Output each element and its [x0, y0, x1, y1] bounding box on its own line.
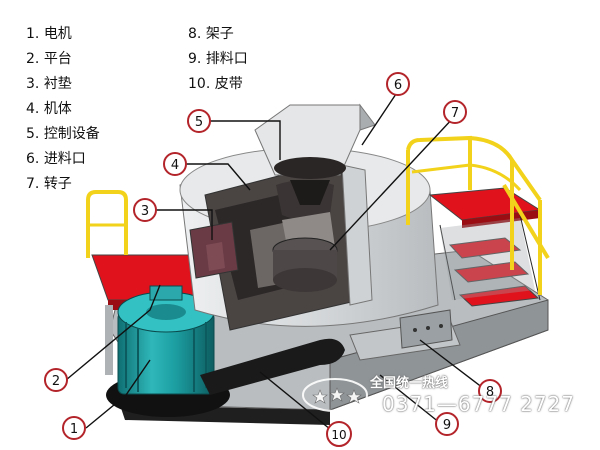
legend-label: 机体: [43, 101, 72, 117]
legend-item-3: 3. 衬垫: [26, 72, 100, 97]
legend-label: 皮带: [214, 76, 243, 92]
callout-4-label: 4: [171, 158, 179, 173]
callout-3: 3: [133, 198, 157, 222]
callout-6-label: 6: [394, 78, 402, 93]
callout-7: 7: [443, 100, 467, 124]
callout-5: 5: [187, 109, 211, 133]
leader-10: [259, 371, 337, 435]
legend-num: 2.: [26, 51, 40, 67]
feed-inlet: [254, 103, 376, 205]
callout-3-label: 3: [141, 204, 149, 219]
legend-item-10: 10. 皮带: [188, 72, 248, 97]
legend-num: 7.: [26, 176, 40, 192]
parts-legend-col1: 1. 电机 2. 平台 3. 衬垫 4. 机体 5. 控制设备 6. 进料口 7…: [26, 22, 100, 197]
callout-8-label: 8: [486, 385, 494, 400]
legend-label: 转子: [43, 176, 72, 192]
callout-9: 9: [435, 412, 459, 436]
leader-1: [85, 359, 151, 429]
right-platform: [406, 135, 550, 307]
legend-num: 6.: [26, 151, 40, 167]
legend-label: 电机: [43, 26, 72, 42]
callout-10: 10: [326, 421, 352, 447]
legend-label: 控制设备: [43, 126, 100, 142]
legend-num: 4.: [26, 101, 40, 117]
leader-2: [65, 284, 161, 381]
watermark-logo: [302, 378, 368, 412]
parts-legend-col2: 8. 架子 9. 排料口 10. 皮带: [188, 22, 248, 97]
callout-1-label: 1: [70, 422, 78, 437]
callout-10-label: 10: [331, 428, 346, 442]
leader-3: [154, 209, 213, 240]
legend-label: 排料口: [205, 51, 248, 67]
legend-item-8: 8. 架子: [188, 22, 248, 47]
callout-4: 4: [163, 152, 187, 176]
leader-5: [208, 120, 281, 160]
motor: [106, 285, 230, 417]
watermark-company: 全国统一热线: [370, 376, 449, 391]
legend-item-2: 2. 平台: [26, 47, 100, 72]
leader-8: [419, 339, 484, 389]
support-frame: [349, 309, 461, 361]
leader-7: [329, 116, 455, 251]
legend-item-4: 4. 机体: [26, 97, 100, 122]
legend-num: 1.: [26, 26, 40, 42]
legend-item-9: 9. 排料口: [188, 47, 248, 72]
callout-1: 1: [62, 416, 86, 440]
leader-6: [361, 90, 399, 146]
legend-num: 9.: [188, 51, 202, 67]
legend-num: 10.: [188, 76, 211, 92]
callout-2: 2: [44, 368, 68, 392]
legend-label: 平台: [43, 51, 72, 67]
watermark-phone: 0371—6777 2727: [382, 392, 576, 416]
legend-item-5: 5. 控制设备: [26, 122, 100, 147]
leader-lines: [65, 90, 484, 435]
legend-label: 衬垫: [43, 76, 72, 92]
callout-5-label: 5: [195, 115, 203, 130]
legend-num: 5.: [26, 126, 40, 142]
callout-7-label: 7: [451, 106, 459, 121]
callout-2-label: 2: [52, 374, 60, 389]
legend-label: 架子: [205, 26, 234, 42]
belt: [200, 338, 345, 395]
callout-8: 8: [478, 379, 502, 403]
legend-num: 3.: [26, 76, 40, 92]
legend-item-1: 1. 电机: [26, 22, 100, 47]
legend-label: 进料口: [43, 151, 86, 167]
leader-9: [379, 374, 441, 424]
callout-9-label: 9: [443, 418, 451, 433]
callouts: 1 2 3 4 5 6 7 8: [44, 72, 502, 447]
legend-item-7: 7. 转子: [26, 172, 100, 197]
legend-item-6: 6. 进料口: [26, 147, 100, 172]
callout-6: 6: [386, 72, 410, 96]
legend-num: 8.: [188, 26, 202, 42]
leader-4: [185, 163, 251, 191]
